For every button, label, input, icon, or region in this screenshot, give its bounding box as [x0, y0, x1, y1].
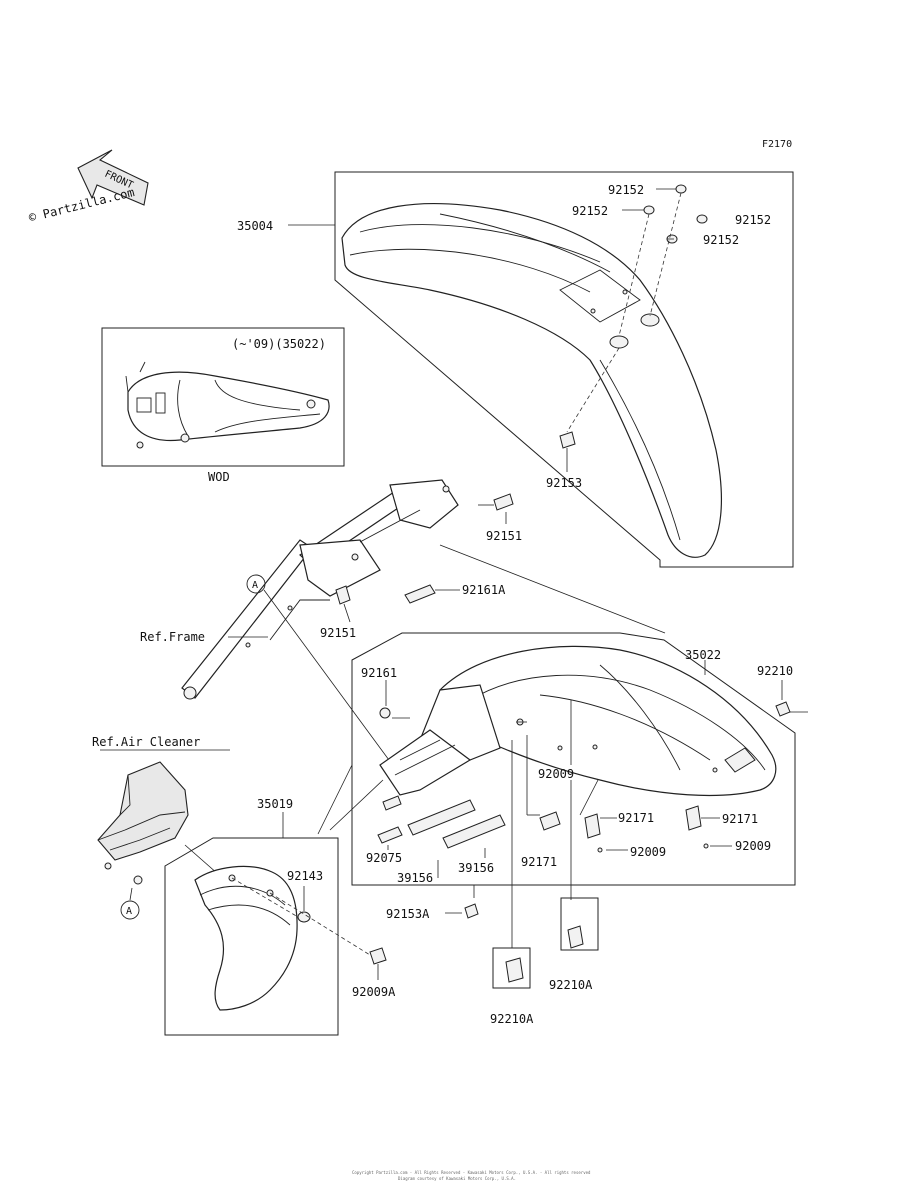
- nut-92153: [559, 431, 576, 449]
- label-39156-b: 39156: [397, 871, 433, 885]
- clip-nut-92210a-left: [505, 957, 524, 983]
- frame-drawing: [181, 479, 459, 700]
- label-92143: 92143: [287, 869, 323, 883]
- label-92171-a: 92171: [618, 811, 654, 825]
- mud-flap-hardware: [231, 877, 387, 980]
- mud-flap-frame: [164, 837, 339, 1036]
- label-35004: 35004: [237, 219, 273, 233]
- label-92153a: 92153A: [386, 907, 430, 921]
- inset-caption-bottom: WOD: [208, 470, 230, 484]
- label-92210a-right: 92210A: [549, 978, 593, 992]
- label-92009a: 92009A: [352, 985, 396, 999]
- label-92152-d: 92152: [703, 233, 739, 247]
- marker-a-upper: A: [246, 574, 266, 594]
- label-92153: 92153: [546, 476, 582, 490]
- svg-text:A: A: [126, 906, 132, 917]
- front-arrow-icon: FRONT: [77, 149, 149, 206]
- label-92152-b: 92152: [572, 204, 608, 218]
- inset-caption-top: (~'09)(35022): [232, 337, 326, 351]
- label-92161: 92161: [361, 666, 397, 680]
- marker-a-lower: A: [120, 900, 140, 920]
- label-92009-b: 92009: [735, 839, 771, 853]
- clip-nut-92210a-right: [567, 925, 584, 949]
- figure-code: F2170: [762, 139, 792, 150]
- label-92009-a: 92009: [630, 845, 666, 859]
- label-92161a: 92161A: [462, 583, 506, 597]
- rear-fender-hardware: [377, 701, 791, 919]
- label-35022: 35022: [685, 648, 721, 662]
- front-fender-frame: [334, 171, 794, 568]
- clip-nut-box-left: [492, 947, 531, 989]
- label-92151-b: 92151: [320, 626, 356, 640]
- watermark-text: © Partzilla.com: [27, 185, 136, 225]
- copyright-line-2: Diagram courtesy of Kawasaki Motors Corp…: [398, 1176, 516, 1181]
- label-ref-air-cleaner: Ref.Air Cleaner: [92, 735, 200, 749]
- air-cleaner-drawing: [97, 761, 189, 885]
- label-92210a-left: 92210A: [490, 1012, 534, 1026]
- inset-fender-drawing: [125, 361, 330, 449]
- inset-box: [101, 327, 345, 467]
- label-92151-a: 92151: [486, 529, 522, 543]
- pad-92161a: [404, 584, 460, 604]
- label-ref-frame: Ref.Frame: [140, 630, 205, 644]
- mud-flap-drawing: [194, 865, 298, 1011]
- label-92210: 92210: [757, 664, 793, 678]
- marker-a-lower-leader: [129, 887, 133, 901]
- rear-fender-frame: [351, 632, 796, 886]
- clip-nut-box-right: [560, 897, 599, 951]
- rear-fender-leaders: [317, 544, 808, 948]
- label-92075: 92075: [366, 851, 402, 865]
- label-92152-c: 92152: [735, 213, 771, 227]
- front-fender-leaders: [288, 188, 682, 472]
- bolt-92151-set: [335, 493, 514, 605]
- label-92009-top: 92009: [538, 767, 574, 781]
- rear-fender-drawing: [379, 645, 777, 797]
- label-39156-a: 39156: [458, 861, 494, 875]
- frame-leaders: [228, 512, 507, 776]
- label-92171-c: 92171: [521, 855, 557, 869]
- svg-text:A: A: [252, 580, 258, 591]
- label-92152-a: 92152: [608, 183, 644, 197]
- label-92171-b: 92171: [722, 812, 758, 826]
- label-35019: 35019: [257, 797, 293, 811]
- copyright-line-1: Copyright Partzilla.com - All Rights Res…: [352, 1170, 591, 1175]
